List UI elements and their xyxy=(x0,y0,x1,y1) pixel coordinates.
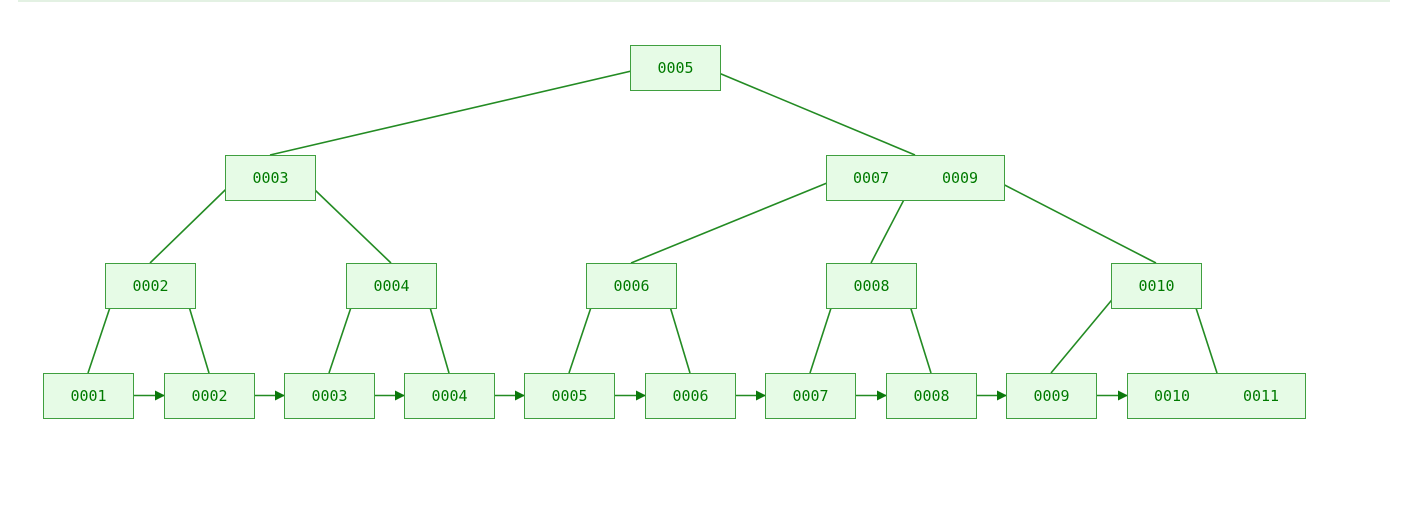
node-key: 0006 xyxy=(613,277,649,295)
node-key: 0008 xyxy=(913,387,949,405)
tree-node-a: 0003 xyxy=(225,155,316,201)
node-box xyxy=(105,263,196,309)
node-key: 0002 xyxy=(132,277,168,295)
tree-node-e: 0006 xyxy=(586,263,677,309)
edge-b-g xyxy=(991,177,1157,264)
tree-node-l9: 0009 xyxy=(1006,373,1097,419)
node-key: 0011 xyxy=(1243,387,1279,405)
node-box xyxy=(630,45,721,91)
tree-node-l5: 0005 xyxy=(524,373,615,419)
node-key: 0006 xyxy=(672,387,708,405)
top-divider xyxy=(18,0,1390,2)
node-box xyxy=(284,373,375,419)
tree-node-l3: 0003 xyxy=(284,373,375,419)
edge-a-d xyxy=(302,177,392,264)
node-key: 0009 xyxy=(942,169,978,187)
node-key: 0001 xyxy=(70,387,106,405)
node-box xyxy=(765,373,856,419)
node-box xyxy=(826,263,917,309)
node-key: 0007 xyxy=(792,387,828,405)
node-key: 0005 xyxy=(551,387,587,405)
node-box xyxy=(886,373,977,419)
node-box xyxy=(586,263,677,309)
tree-node-g: 0010 xyxy=(1111,263,1202,309)
node-box xyxy=(43,373,134,419)
node-key: 0008 xyxy=(853,277,889,295)
node-box xyxy=(346,263,437,309)
node-box xyxy=(1006,373,1097,419)
tree-edges xyxy=(87,67,1218,374)
tree-node-d: 0004 xyxy=(346,263,437,309)
node-box xyxy=(645,373,736,419)
node-key: 0003 xyxy=(252,169,288,187)
edge-r-b xyxy=(707,67,916,156)
node-box xyxy=(524,373,615,419)
node-key: 0010 xyxy=(1154,387,1190,405)
tree-node-l10: 0010 0011 xyxy=(1127,373,1306,419)
tree-node-f: 0008 xyxy=(826,263,917,309)
node-box xyxy=(404,373,495,419)
node-box xyxy=(826,155,1005,201)
tree-node-l2: 0002 xyxy=(164,373,255,419)
node-key: 0005 xyxy=(657,59,693,77)
node-key: 0010 xyxy=(1138,277,1174,295)
node-key: 0002 xyxy=(191,387,227,405)
edge-r-a xyxy=(269,67,643,156)
edge-b-e xyxy=(630,177,839,264)
node-box xyxy=(164,373,255,419)
edge-a-c xyxy=(149,177,238,264)
tree-node-b: 0007 0009 xyxy=(826,155,1005,201)
tree-node-l4: 0004 xyxy=(404,373,495,419)
tree-node-l6: 0006 xyxy=(645,373,736,419)
node-box xyxy=(1127,373,1306,419)
node-key: 0003 xyxy=(311,387,347,405)
node-key: 0009 xyxy=(1033,387,1069,405)
node-key: 0007 xyxy=(853,169,889,187)
node-box xyxy=(225,155,316,201)
tree-node-l8: 0008 xyxy=(886,373,977,419)
tree-nodes: 0005 0003 0007 0009 0002 0004 0006 0008 0010 0001… xyxy=(43,45,1306,419)
tree-node-l7: 0007 xyxy=(765,373,856,419)
tree-node-c: 0002 xyxy=(105,263,196,309)
node-key: 0004 xyxy=(373,277,409,295)
node-key: 0004 xyxy=(431,387,467,405)
node-box xyxy=(1111,263,1202,309)
tree-node-l1: 0001 xyxy=(43,373,134,419)
tree-node-r: 0005 xyxy=(630,45,721,91)
